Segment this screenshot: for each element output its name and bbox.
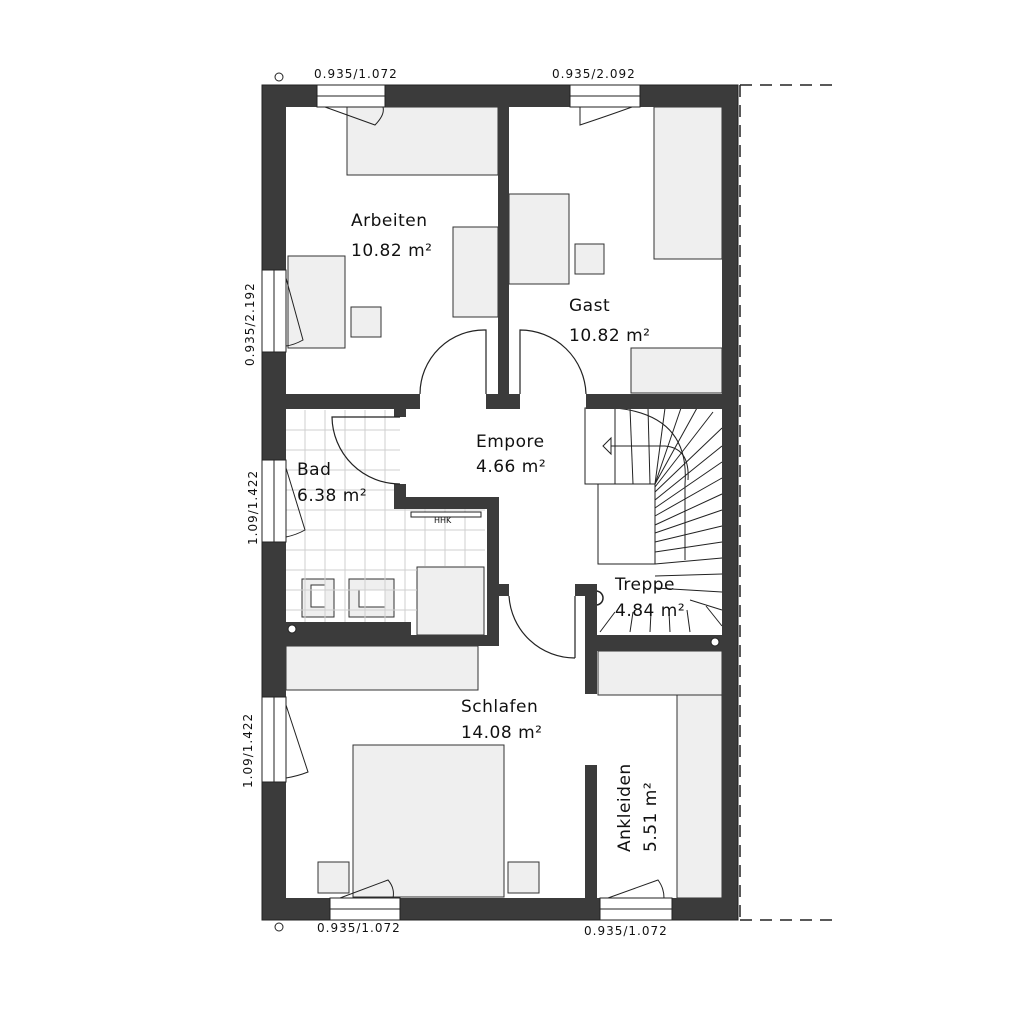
treppe-name: Treppe [614,575,675,595]
ankleiden-name: Ankleiden [615,763,635,852]
door-bad [331,416,401,485]
doors [331,329,587,659]
empore-area: 4.66 m² [476,457,546,477]
hhk-radiator: HHK [410,511,482,525]
gast-name: Gast [569,296,610,316]
empore-name: Empore [476,432,545,452]
terrace-outline [739,84,840,921]
schlafen-name: Schlafen [461,697,538,717]
walls [262,85,738,920]
ankleiden-shelf-top [597,650,723,696]
markers [274,72,720,932]
furniture [285,106,723,899]
schlafen-shelf [285,645,479,691]
window-swings [285,106,665,899]
room-labels: Arbeiten 10.82 m² Gast 10.82 m² Empore 4… [297,211,685,852]
gast-cabinet [630,347,723,394]
dim-left-upper: 0.935/2.192 [243,282,257,366]
double-bed [352,744,505,898]
schlafen-area: 14.08 m² [461,723,542,743]
washbasin-bowl [358,589,386,608]
wall-arbeiten-gast [498,107,509,394]
dimension-labels: 0.935/1.072 0.935/2.092 0.935/1.072 0.93… [241,67,668,938]
door-gast [519,329,587,395]
bad-name: Bad [297,460,331,480]
arbeiten-name: Arbeiten [351,211,428,231]
arbeiten-desk [346,106,499,176]
dim-top-left: 0.935/1.072 [314,67,398,81]
dim-bottom-left: 0.935/1.072 [317,921,401,935]
gast-wardrobe [653,106,723,260]
ankleiden-shelf-side [676,694,723,899]
nightstand-left [317,861,350,894]
nightstand-right [507,861,540,894]
treppe-area: 4.84 m² [615,601,685,621]
dim-bottom-right: 0.935/1.072 [584,924,668,938]
stair-arrow [603,445,689,481]
gast-desk [508,193,570,285]
arbeiten-chair [350,306,382,338]
bad-area: 6.38 m² [297,486,367,506]
hhk-label: HHK [434,516,452,525]
arbeiten-area: 10.82 m² [351,241,432,261]
dim-left-middle: 1.09/1.422 [246,470,260,545]
arbeiten-shelf [452,226,499,318]
gast-area: 10.82 m² [569,326,650,346]
dim-left-lower: 1.09/1.422 [241,713,255,788]
gast-chair [574,243,605,275]
windows [261,84,673,921]
bad-tiles [285,410,485,622]
arbeiten-bed [287,255,346,349]
door-arbeiten [419,329,487,395]
door-schlafen [508,595,576,659]
wc-seat [310,584,326,608]
stair-well [597,483,656,565]
bad-cabinet [416,566,485,636]
ankleiden-area: 5.51 m² [641,782,661,852]
dim-top-right: 0.935/2.092 [552,67,636,81]
staircase [584,407,723,633]
